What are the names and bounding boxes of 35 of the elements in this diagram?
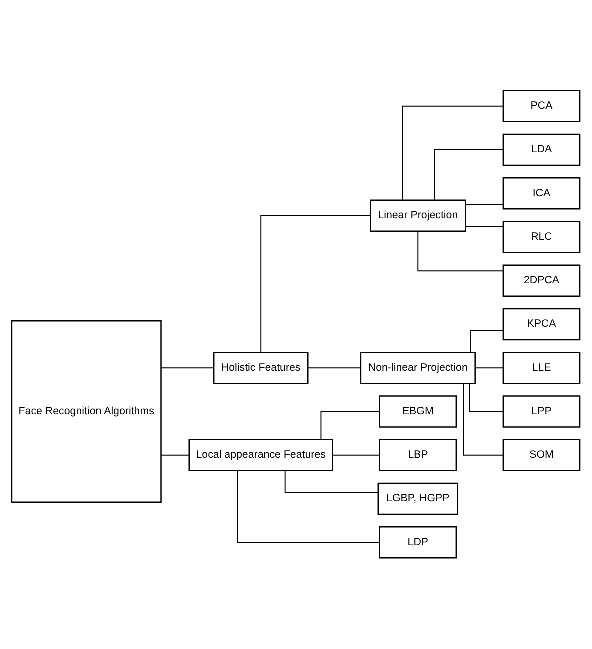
node-box: LDP: [379, 526, 458, 559]
connector: [284, 470, 379, 494]
node-box: ICA: [502, 178, 581, 210]
node-box: SOM: [502, 439, 581, 472]
connector: [463, 383, 504, 456]
node-box: Face Recognition Algorithms: [11, 320, 162, 504]
connector: [470, 330, 504, 353]
connector: [475, 368, 504, 369]
node-box: 2DPCA: [502, 264, 581, 298]
connector: [160, 454, 190, 456]
node-box: LDA: [502, 134, 581, 166]
node-box: Local appearance Features: [188, 439, 334, 472]
node-box: Holistic Features: [213, 352, 309, 384]
connector: [469, 383, 504, 412]
connector: [320, 411, 380, 440]
connector: [434, 150, 504, 201]
connector: [418, 231, 504, 272]
node-box: RLC: [502, 221, 581, 254]
connector: [402, 106, 504, 201]
connector: [465, 204, 504, 206]
node-box: Linear Projection: [370, 200, 466, 232]
connector: [308, 368, 362, 369]
node-box: LBP: [379, 439, 458, 472]
node-box: LPP: [502, 396, 581, 428]
node-box: KPCA: [502, 308, 581, 341]
connector: [160, 368, 214, 369]
node-box: Non-linear Projection: [360, 352, 476, 384]
node-box: LGBP, HGPP: [378, 482, 459, 516]
node-box: LLE: [502, 352, 581, 384]
connector: [332, 454, 380, 456]
connector: [260, 215, 372, 353]
connector: [465, 226, 504, 228]
node-box: PCA: [502, 90, 581, 123]
node-box: EBGM: [379, 396, 458, 428]
connector: [237, 470, 380, 544]
